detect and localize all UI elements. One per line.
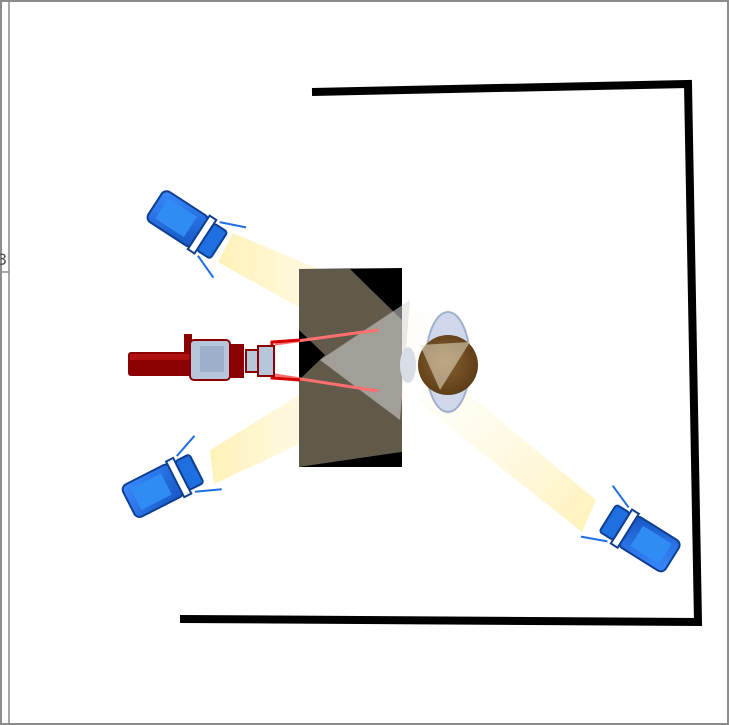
studio-light-icon — [146, 190, 247, 279]
cropped-edge-text: 3 — [0, 250, 8, 269]
camera-view-cone — [320, 300, 410, 420]
backdrop-panel — [299, 268, 410, 467]
studio-wall — [179, 79, 703, 627]
studio-light-icon — [580, 485, 681, 573]
person-top-view-icon — [400, 311, 478, 413]
studio-light-icon — [121, 435, 222, 518]
video-camera-icon — [128, 334, 275, 381]
back-light-beam — [418, 362, 596, 532]
